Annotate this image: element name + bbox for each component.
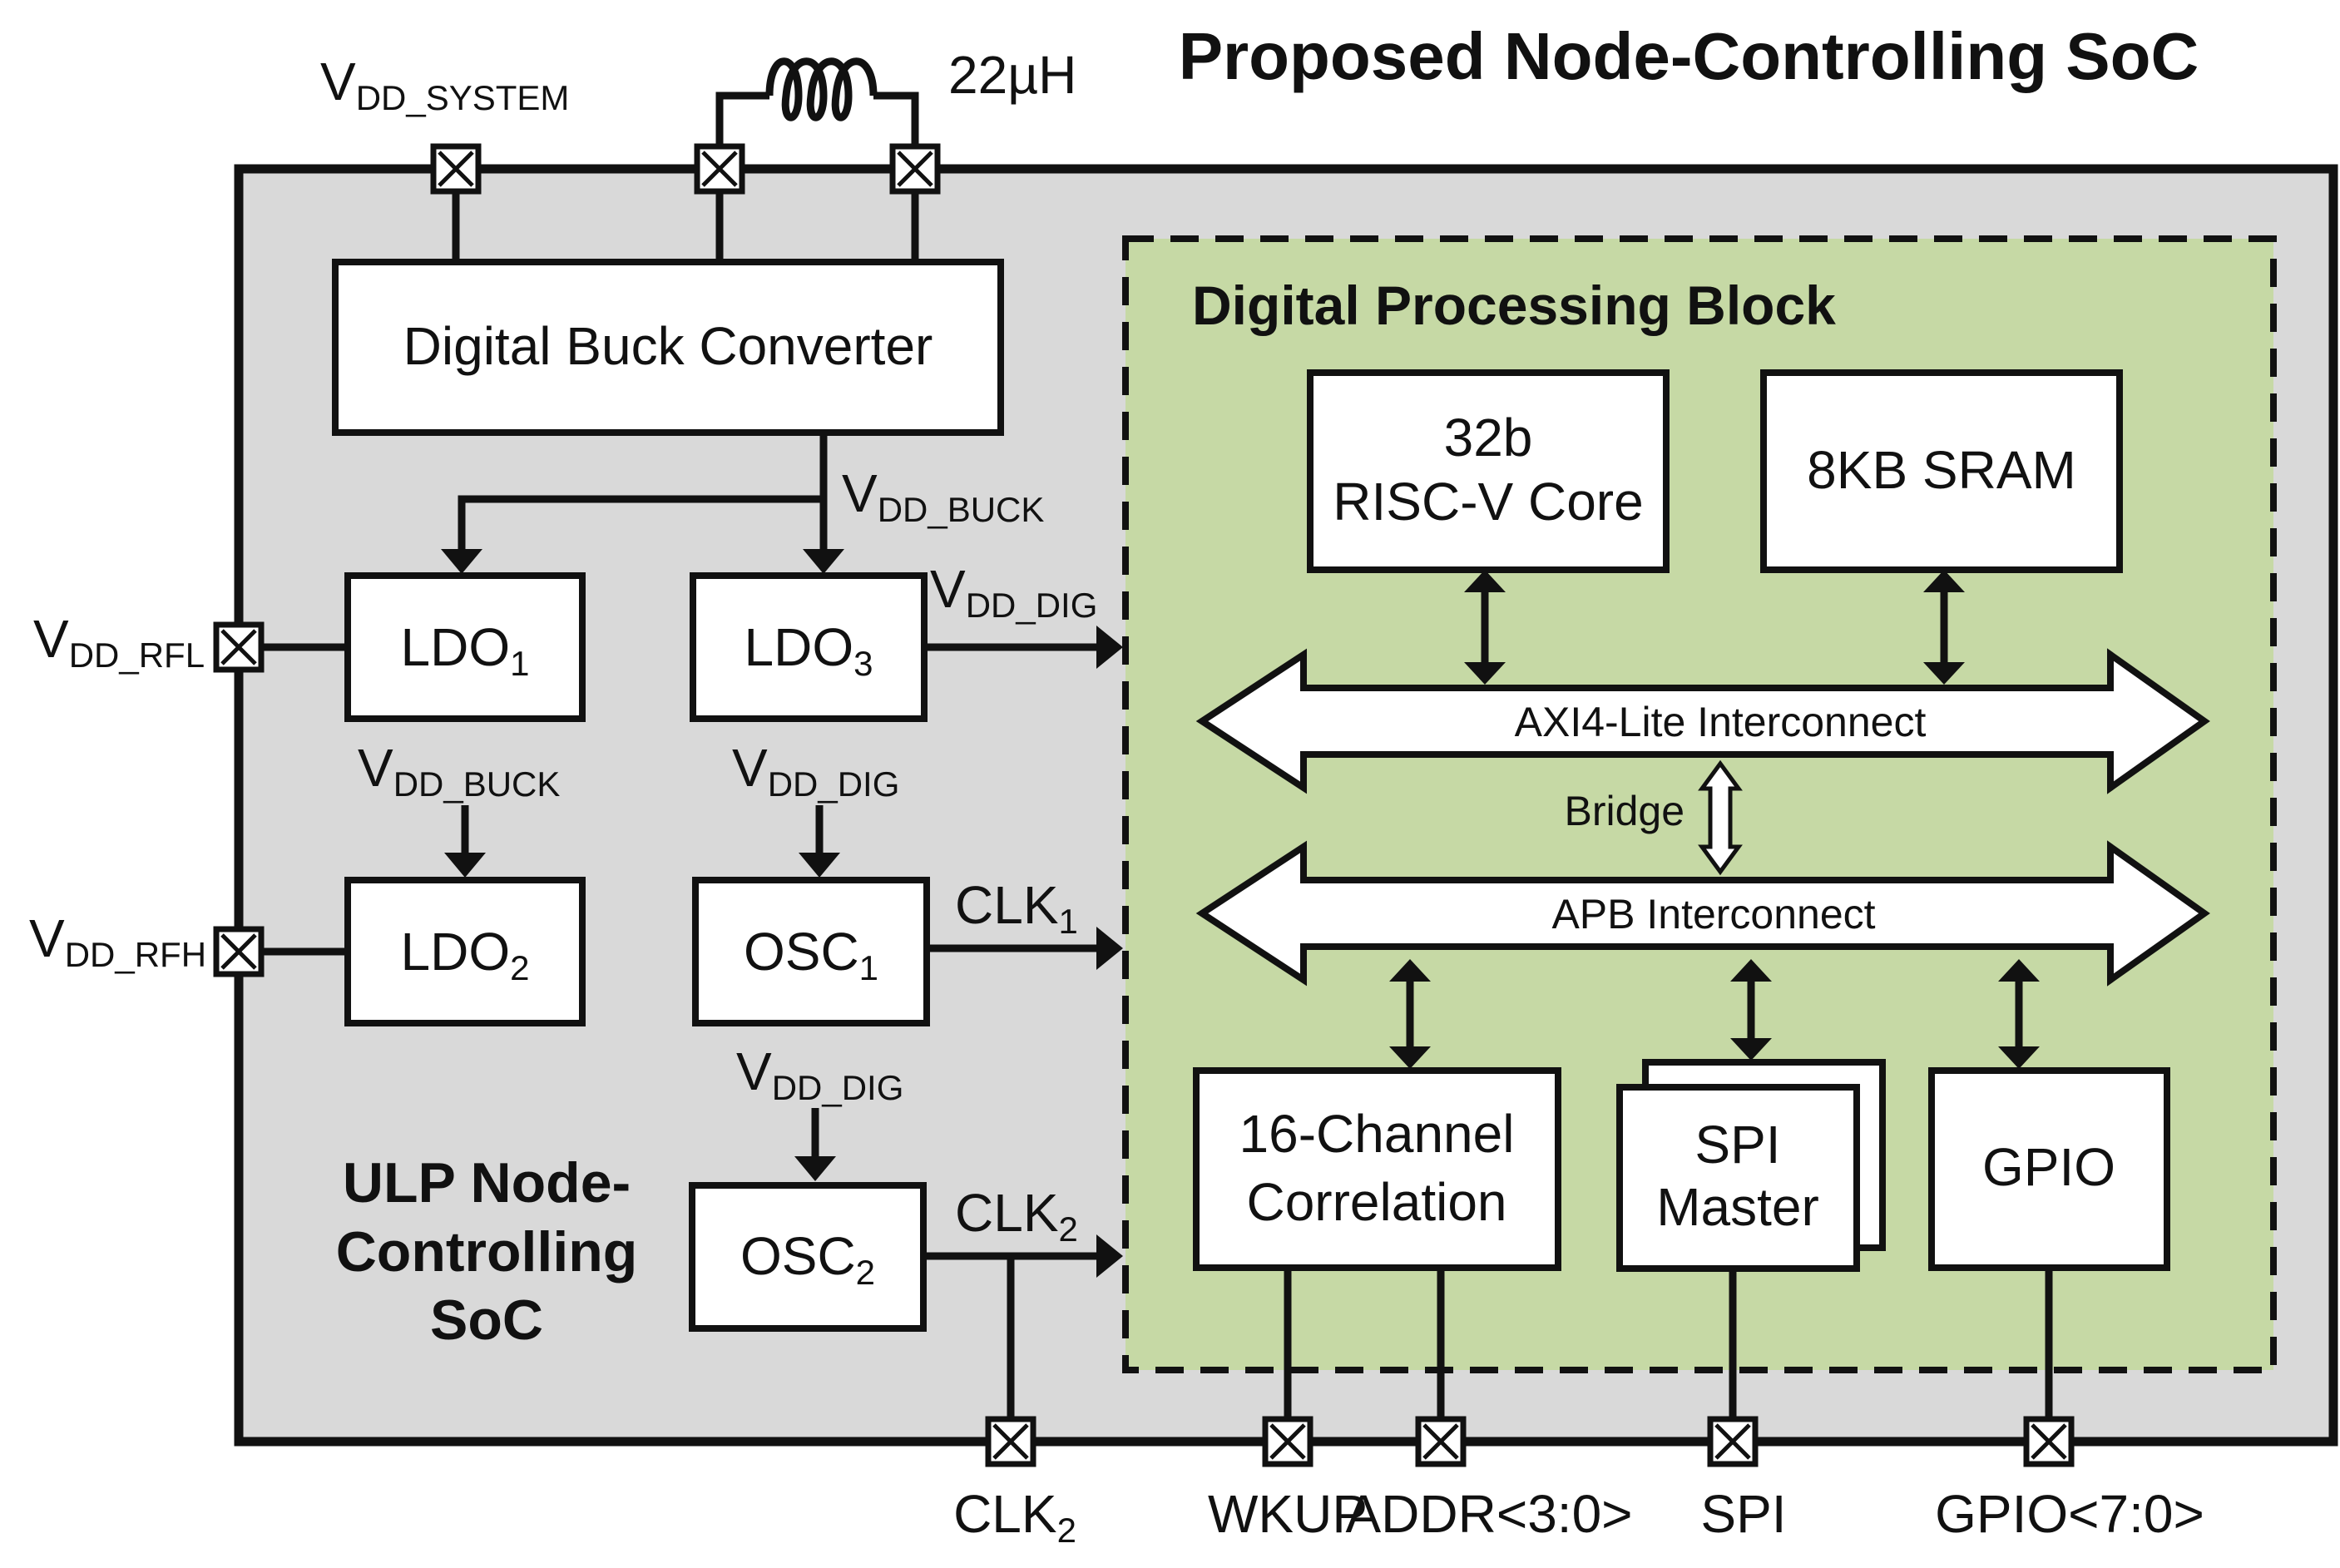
bridge-label: Bridge [1564,788,1685,834]
gpio-pin-label: GPIO<7:0> [1935,1484,2204,1544]
arrow-to-osc1 [799,853,840,878]
spi-label-line1: SPI [1694,1115,1780,1175]
pad-vdd-rfh [213,926,265,977]
correlation-label-line2: Correlation [1246,1172,1506,1232]
apb-correlation-link [1389,959,1431,1069]
osc2-label: OSC2 [740,1226,875,1292]
clk2-out-label: CLK2 [955,1183,1078,1249]
vdd-system-label: VDD_SYSTEM [320,52,569,117]
bridge-arrow [1698,759,1743,876]
arrow-vdd-dig [1096,626,1123,669]
spi-label-line2: Master [1656,1177,1819,1237]
wkup-pin-label: WKUP [1208,1484,1368,1544]
osc1-block [692,877,930,1026]
sram-label: 8KB SRAM [1807,440,2076,500]
axi-label: AXI4-Lite Interconnect [1515,699,1927,745]
vdd-dig-ldo3-label: VDD_DIG [930,559,1097,625]
ldo1-block [344,572,586,722]
arrow-to-ldo3 [803,549,844,574]
digital-block-title: Digital Processing Block [1192,275,1836,336]
correlation-label-line1: 16-Channel [1239,1104,1515,1164]
apb-spi-link [1730,959,1772,1061]
ldo1-label: LDO1 [401,617,530,683]
ldo3-block [690,572,928,722]
pad-wkup [1262,1416,1313,1467]
pad-clk2 [985,1416,1036,1467]
pad-inductor-b [889,143,941,195]
ldo3-label: LDO3 [745,617,873,683]
apb-bus [1195,840,2210,987]
pad-vdd-system [430,143,482,195]
vdd-rfl-label: VDD_RFL [33,609,205,675]
osc1-label: OSC1 [744,922,878,987]
soc-label-line1: ULP Node- [343,1151,631,1214]
vdd-dig-osc1-label: VDD_DIG [732,738,899,804]
addr-pin-label: ADDR<3:0> [1345,1484,1632,1544]
pad-inductor-a [694,143,745,195]
core-label-line2: RISC-V Core [1333,472,1643,532]
vdd-buck-label-top: VDD_BUCK [842,463,1044,529]
vdd-buck-label-ldo2: VDD_BUCK [358,738,560,804]
pad-gpio [2023,1416,2075,1467]
apb-gpio-link [1998,959,2040,1069]
axi4-lite-bus [1195,648,2210,794]
clk2-pad-label: CLK2 [953,1484,1076,1550]
clk1-label: CLK1 [955,875,1078,941]
sram-block [1760,369,2123,573]
vdd-rfh-label: VDD_RFH [29,908,206,974]
gpio-block [1928,1067,2170,1271]
correlation-block [1193,1067,1561,1271]
gpio-label: GPIO [1982,1137,2115,1197]
spi-pin-label: SPI [1700,1484,1786,1544]
diagram-title: Proposed Node-Controlling SoC [1179,19,2199,93]
pad-vdd-rfl [213,621,265,673]
vdd-dig-osc2-label: VDD_DIG [736,1041,903,1107]
riscv-core-block [1307,369,1670,573]
ldo2-label: LDO2 [401,922,530,987]
inductor-value: 22µH [948,45,1076,105]
arrow-clk2 [1096,1234,1123,1278]
buck-label: Digital Buck Converter [403,316,933,376]
sram-axi-link [1923,570,1965,685]
pad-spi [1707,1416,1759,1467]
spi-master-block [1616,1084,1860,1272]
apb-label: APB Interconnect [1551,891,1875,937]
inductor-22uh [715,57,919,169]
pad-addr [1415,1416,1467,1467]
digital-buck-converter [332,259,1004,436]
soc-label-line3: SoC [430,1289,543,1352]
core-label-line1: 32b [1444,408,1533,467]
arrow-to-ldo2 [444,853,486,878]
soc-label-line2: Controlling [336,1220,638,1284]
arrow-to-ldo1 [441,549,482,574]
arrow-to-osc2 [794,1156,836,1181]
core-axi-link [1464,570,1506,685]
arrow-clk1 [1096,927,1123,970]
